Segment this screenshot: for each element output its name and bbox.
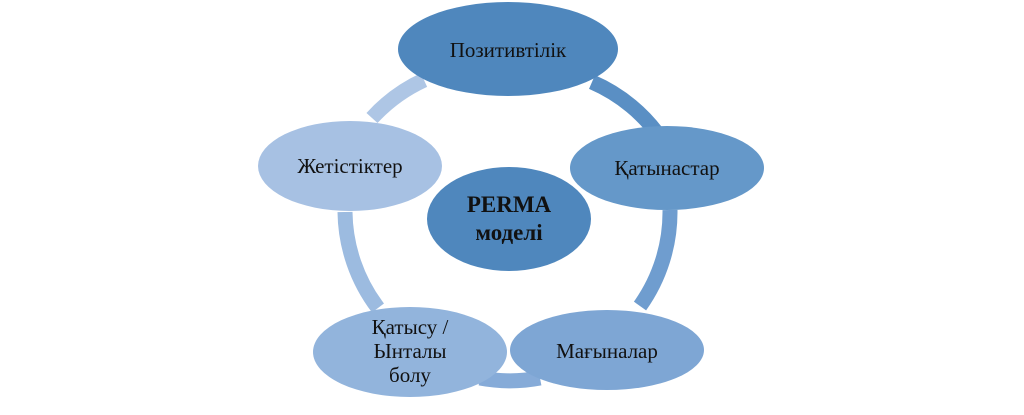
node-shape bbox=[313, 307, 507, 397]
center-subtitle: моделі bbox=[475, 220, 543, 245]
node-label: Мағыналар bbox=[556, 339, 658, 363]
ring-arc-right bbox=[633, 209, 678, 311]
node-engagement: Қатысу / Ынталы болу bbox=[313, 307, 507, 397]
node-shape bbox=[510, 310, 704, 390]
node-shape bbox=[258, 121, 442, 211]
node-label-line3: болу bbox=[389, 363, 431, 387]
node-shape bbox=[398, 2, 618, 96]
node-accomplishments: Жетістіктер bbox=[258, 121, 442, 211]
ring-arc-top-left bbox=[366, 73, 428, 124]
node-relationships: Қатынастар bbox=[570, 126, 764, 210]
node-label-line2: Ынталы bbox=[373, 339, 446, 363]
node-meaning: Мағыналар bbox=[510, 310, 704, 390]
node-label: Қатынастар bbox=[614, 156, 719, 180]
node-label: Позитивтілік bbox=[450, 38, 567, 62]
node-positivity: Позитивтілік bbox=[398, 2, 618, 96]
node-shape bbox=[570, 126, 764, 210]
ring-arc-bottom bbox=[478, 370, 542, 389]
node-label-line1: Қатысу / bbox=[372, 315, 449, 339]
node-label: Жетістіктер bbox=[297, 154, 402, 178]
ring-arc-left bbox=[337, 211, 385, 313]
center-shape bbox=[427, 167, 591, 271]
center-node: PERMA моделі bbox=[427, 167, 591, 271]
center-title: PERMA bbox=[467, 192, 552, 217]
